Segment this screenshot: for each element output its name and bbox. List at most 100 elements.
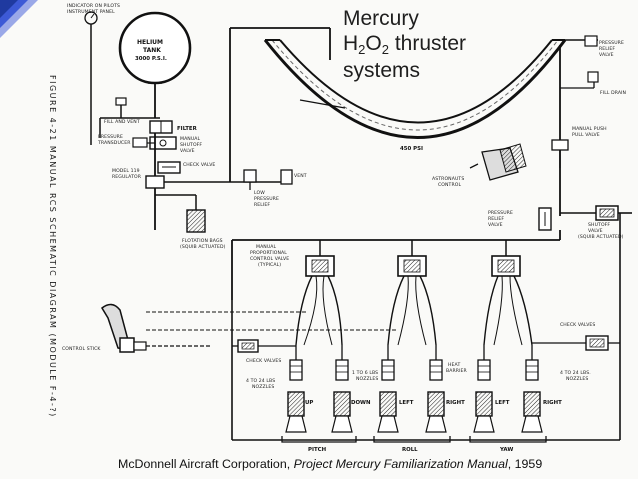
label-shutoff-right: SHUTOFF	[588, 222, 610, 228]
label-pressure-relief-3: VALVE	[488, 222, 503, 228]
label-proportional: PROPORTIONAL	[250, 250, 287, 256]
thruster-down	[331, 345, 353, 433]
label-pressure-relief-valve-tr-2: RELIEF	[599, 46, 615, 52]
label-instrument-panel: INSTRUMENT PANEL	[67, 9, 115, 15]
label-down: DOWN	[351, 400, 371, 406]
regulator-and-relief	[145, 27, 331, 190]
caption-prefix: McDonnell Aircraft Corporation,	[118, 457, 294, 471]
propellant-tank-ring	[263, 39, 567, 139]
label-astronauts: ASTRONAUTS	[432, 176, 464, 182]
label-pressure-transducer-2: TRANSDUCER	[97, 140, 131, 146]
flotation-bag-valve	[155, 194, 206, 233]
fill-vent-fitting	[99, 97, 160, 138]
label-ring-pressure: 450 PSI	[400, 146, 423, 152]
label-tank: TANK	[143, 47, 161, 54]
label-nozzles-lbs-1: 4 TO 24 LBS	[246, 378, 275, 384]
label-right-roll: RIGHT	[446, 400, 465, 406]
label-low: LOW	[254, 190, 265, 196]
helium-tank	[118, 11, 192, 118]
label-control-valve: CONTROL VALVE	[250, 256, 289, 262]
label-nozzles-lbs-2: 1 TO 6 LBS	[352, 370, 378, 376]
label-check-valves-left: CHECK VALVES	[246, 358, 281, 364]
label-low-pressure: PRESSURE	[254, 196, 279, 202]
label-up: UP	[305, 400, 313, 406]
label-model-regulator: MODEL 119	[112, 168, 140, 174]
label-squib-actuated: (SQUIB ACTUATED)	[180, 244, 226, 250]
label-valve: VALVE	[180, 148, 195, 154]
corner-decoration	[0, 0, 38, 38]
label-valve-right: VALVE	[588, 228, 603, 234]
check-valves-right	[532, 213, 621, 440]
label-control-stick: CONTROL STICK	[62, 346, 101, 352]
distribution-manifold	[231, 230, 561, 300]
label-pressure-relief-2: RELIEF	[488, 216, 504, 222]
label-vent: VENT	[294, 173, 307, 179]
thruster-up	[285, 345, 307, 433]
proportional-control-valve-roll	[387, 255, 437, 346]
title-rest: thruster	[388, 32, 467, 55]
label-nozzles-lbs-3: 4 TO 24 LBS.	[560, 370, 591, 376]
filter-and-valves	[132, 120, 181, 230]
caption-title: Project Mercury Familiarization Manual	[293, 457, 508, 471]
label-check-valves-right: CHECK VALVES	[560, 322, 595, 328]
label-manual: MANUAL	[180, 136, 201, 142]
label-pressure-transducer-1: PRESSURE	[98, 134, 123, 140]
indicator-gauge	[84, 11, 98, 145]
check-valves-left	[231, 300, 296, 440]
label-typical: (TYPICAL)	[258, 262, 281, 268]
label-heat: HEAT	[448, 362, 460, 368]
label-pressure-relief-valve-tr-1: PRESSURE	[599, 40, 624, 46]
title-h: H	[343, 32, 359, 55]
label-squib-right: (SQUIB ACTUATED)	[578, 234, 624, 240]
thruster-yaw-left	[473, 345, 495, 433]
thruster-yaw-right	[521, 345, 543, 433]
label-nozzles-2: NOZZLES	[356, 376, 378, 382]
title-sub-1: 2	[358, 42, 366, 57]
label-control: CONTROL	[438, 182, 461, 188]
label-roll: ROLL	[402, 447, 418, 453]
right-feed-line	[538, 35, 632, 231]
label-pressure-relief-1: PRESSURE	[488, 210, 513, 216]
label-left-yaw: LEFT	[495, 400, 510, 406]
slide-title: Mercury H2O2 thruster systems	[343, 6, 563, 83]
label-right-yaw: RIGHT	[543, 400, 562, 406]
label-tank-pressure: 3000 P.S.I.	[135, 56, 167, 62]
label-pitch: PITCH	[308, 447, 327, 453]
proportional-control-valve-yaw	[483, 255, 533, 346]
label-manual-prop: MANUAL	[256, 244, 277, 250]
label-nozzles-1: NOZZLES	[252, 384, 274, 390]
label-flotation-bags: FLOTATION BAGS	[182, 238, 223, 244]
label-left-roll: LEFT	[399, 400, 414, 406]
astronauts-control-handle	[469, 143, 527, 181]
label-yaw: YAW	[499, 447, 513, 453]
label-indicator: INDICATOR ON PILOTS	[67, 3, 120, 9]
label-helium: HELIUM	[137, 39, 163, 46]
label-fill-drain: FILL DRAIN	[600, 90, 626, 96]
label-shutoff: SHUTOFF	[180, 142, 202, 148]
label-regulator: REGULATOR	[112, 174, 142, 180]
caption-suffix: , 1959	[507, 457, 543, 471]
label-manual-push: MANUAL PUSH	[572, 126, 607, 132]
label-nozzles-3: NOZZLES	[566, 376, 588, 382]
label-barrier: BARRIER	[446, 368, 468, 374]
axis-brackets	[281, 436, 547, 443]
label-pull-valve: PULL VALVE	[572, 132, 600, 138]
title-line-3: systems	[343, 59, 421, 82]
title-sub-2: 2	[381, 42, 389, 57]
title-line-1: Mercury	[343, 7, 419, 30]
thruster-roll-left	[377, 345, 399, 433]
label-check-valve: CHECK VALVE	[183, 162, 215, 168]
label-filter: FILTER	[177, 126, 198, 132]
source-caption: McDonnell Aircraft Corporation, Project …	[118, 457, 636, 471]
title-o: O	[365, 32, 382, 55]
label-pressure-relief-valve-tr-3: VALVE	[599, 52, 614, 58]
control-stick	[101, 303, 398, 353]
thruster-roll-right	[425, 345, 447, 433]
proportional-control-valve-pitch	[295, 255, 343, 346]
title-line-2: H2O2 thruster	[343, 31, 563, 58]
label-fill-and-vent: FILL AND VENT	[104, 119, 140, 125]
figure-side-caption: FIGURE 4-21 MANUAL RCS SCHEMATIC DIAGRAM…	[48, 75, 57, 418]
label-low-relief: RELIEF	[254, 202, 270, 208]
